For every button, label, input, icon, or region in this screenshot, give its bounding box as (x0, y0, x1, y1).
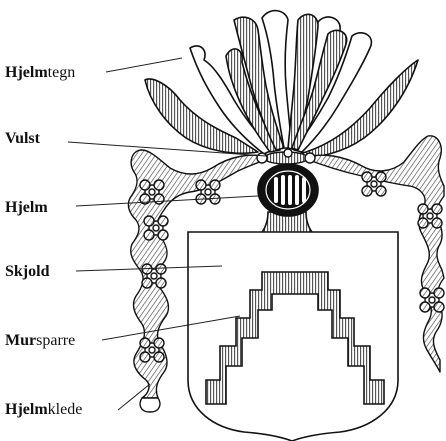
label-hjelmklede: Hjelmklede (5, 401, 82, 418)
shield (188, 232, 398, 441)
crest-feathers (145, 11, 418, 157)
label-skjold: Skjold (5, 263, 50, 280)
shield-outline (188, 232, 398, 441)
labels: Hjelmtegn Vulst Hjelm Skjold Mursparre H… (5, 64, 82, 418)
leader-line-hjelmtegn (106, 58, 182, 72)
label-mursparre: Mursparre (5, 332, 75, 349)
label-hjelm: Hjelm (5, 199, 48, 216)
mantling-tassel (140, 398, 160, 412)
label-hjelmtegn: Hjelmtegn (5, 64, 75, 81)
label-vulst: Vulst (5, 130, 41, 147)
